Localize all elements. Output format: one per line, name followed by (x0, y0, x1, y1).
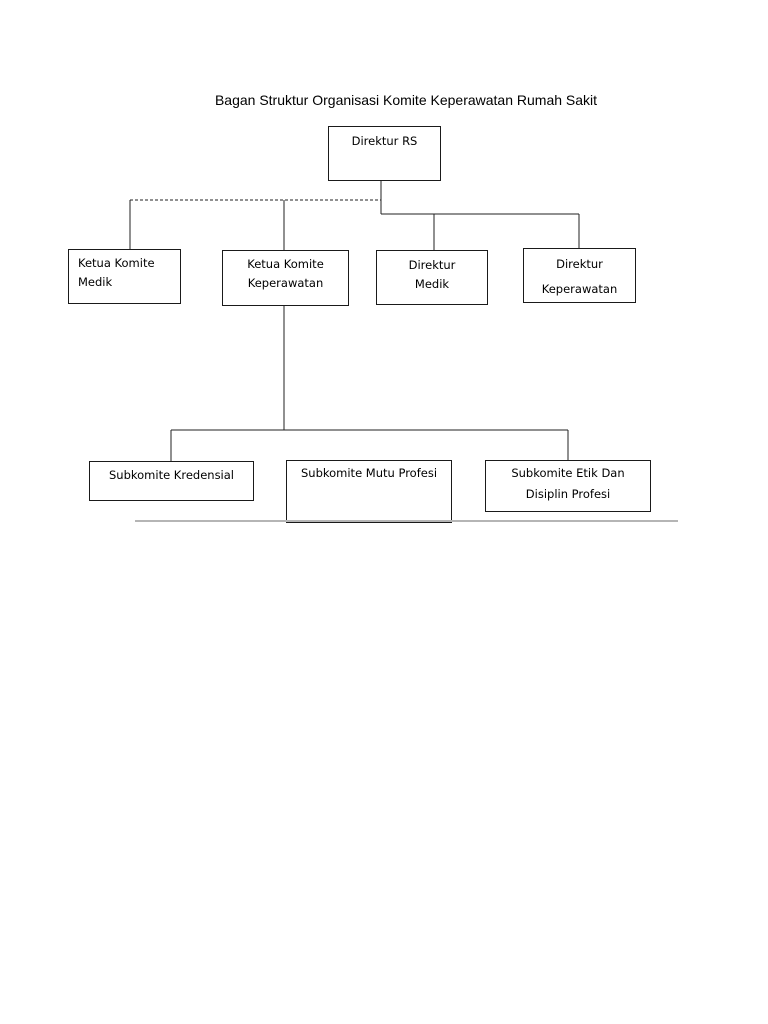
node-subkomite-mutu-profesi-label: Subkomite Mutu Profesi (300, 466, 438, 480)
node-ketua-komite-keperawatan: Ketua Komite Keperawatan (222, 250, 349, 306)
node-ketua-komite-medik-line1: Ketua Komite (78, 256, 155, 270)
node-subkomite-etik-line2: Disiplin Profesi (525, 487, 611, 501)
node-subkomite-etik-disiplin: Subkomite Etik Dan Disiplin Profesi (485, 460, 651, 512)
node-ketua-komite-medik: Ketua Komite Medik (68, 249, 181, 304)
node-ketua-komite-keperawatan-line2: Keperawatan (247, 276, 324, 290)
node-subkomite-etik-line1: Subkomite Etik Dan (511, 466, 625, 480)
node-direktur-rs: Direktur RS (328, 126, 441, 181)
chart-title: Bagan Struktur Organisasi Komite Keperaw… (214, 92, 598, 108)
node-subkomite-kredensial-label: Subkomite Kredensial (109, 468, 234, 482)
node-direktur-medik: Direktur Medik (376, 250, 488, 305)
node-ketua-komite-medik-line2: Medik (78, 275, 113, 289)
node-ketua-komite-keperawatan-line1: Ketua Komite (247, 257, 324, 271)
node-direktur-keperawatan-line2: Keperawatan (541, 282, 618, 296)
node-direktur-rs-label: Direktur RS (351, 134, 418, 148)
node-subkomite-mutu-profesi: Subkomite Mutu Profesi (286, 460, 452, 523)
node-direktur-medik-line2: Medik (414, 277, 450, 291)
node-direktur-keperawatan-line1: Direktur (556, 257, 603, 271)
node-direktur-medik-line1: Direktur (408, 258, 456, 272)
page-divider (135, 520, 678, 522)
node-subkomite-kredensial: Subkomite Kredensial (89, 461, 254, 501)
node-direktur-keperawatan: Direktur Keperawatan (523, 248, 636, 303)
